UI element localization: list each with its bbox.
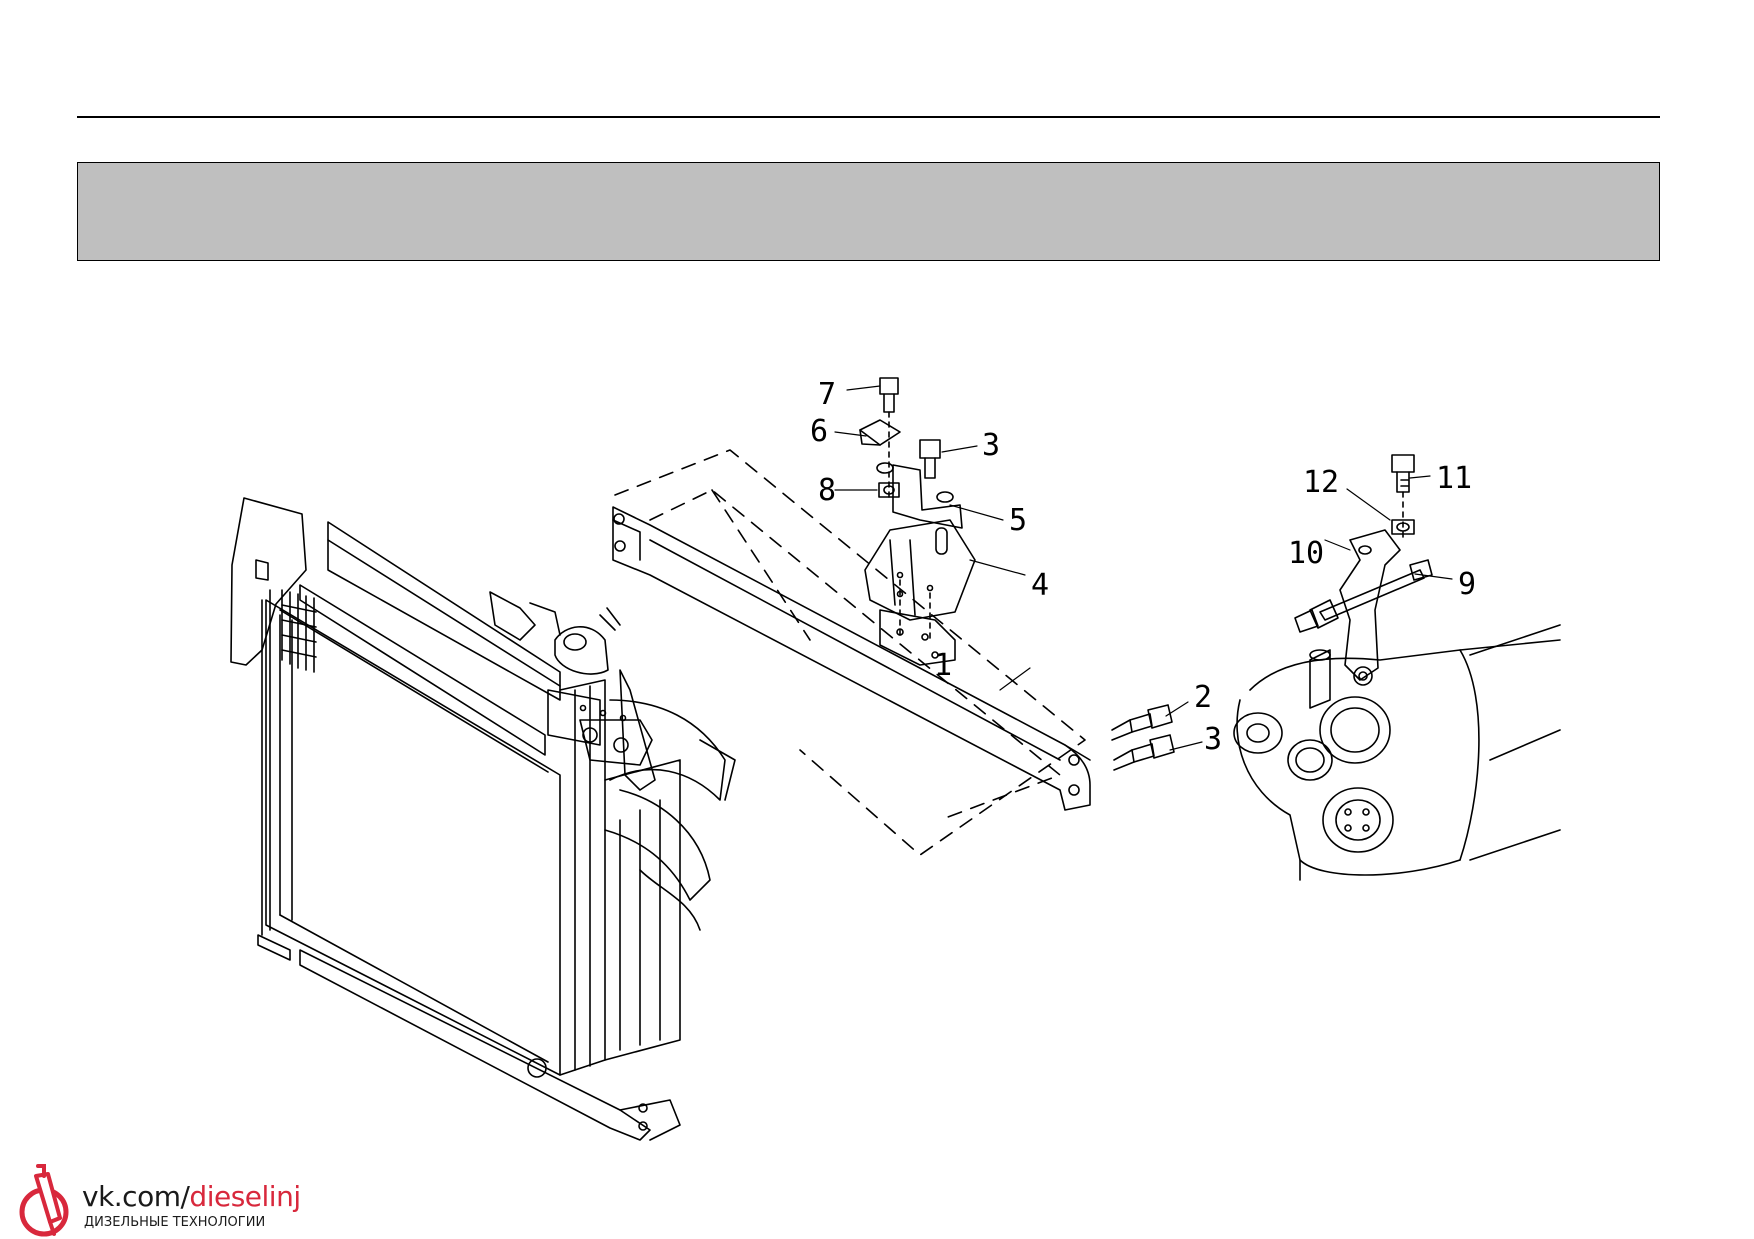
bolt-part-3-upper: [919, 439, 941, 479]
callout-11: 11: [1436, 461, 1472, 496]
rod-part-9: [1294, 559, 1433, 633]
callout-3-lower: 3: [1204, 722, 1222, 757]
callout-2: 2: [1194, 680, 1212, 715]
washer-part-12: [1391, 519, 1415, 535]
bracket-part-10: [1339, 529, 1401, 686]
callout-5: 5: [1009, 503, 1027, 538]
watermark-tagline: ДИЗЕЛЬНЫЕ ТЕХНОЛОГИИ: [84, 1215, 266, 1230]
callout-1: 1: [934, 648, 952, 683]
watermark-url[interactable]: vk.com/dieselinj: [82, 1180, 301, 1213]
watermark-url-prefix: vk.com/: [82, 1180, 190, 1213]
top-rule: [77, 116, 1660, 118]
clip-part-6: [859, 419, 901, 446]
bracket-part-4: [864, 519, 976, 641]
watermark-url-accent: dieselinj: [189, 1180, 301, 1213]
nut-part-8: [878, 482, 900, 498]
header-band: [77, 162, 1660, 261]
bolt-part-2-lower: [1111, 704, 1173, 741]
radiator-assembly: [230, 497, 736, 1141]
callout-6: 6: [810, 414, 828, 449]
callout-labels: 1 2 3 3 4 5 6 7 8 9 10 11 12: [810, 377, 1476, 757]
bolt-part-11: [1391, 454, 1415, 541]
callout-12: 12: [1303, 465, 1339, 500]
callout-3-upper: 3: [982, 428, 1000, 463]
engine-block: [1233, 624, 1561, 881]
callout-8: 8: [818, 473, 836, 508]
callout-9: 9: [1458, 567, 1476, 602]
callout-10: 10: [1288, 536, 1324, 571]
cross-member-part-1: [612, 506, 1091, 811]
dashed-envelope: [614, 449, 1086, 856]
dieselinj-logo-icon: [19, 1164, 69, 1237]
leader-lines: [834, 385, 1453, 751]
callout-4: 4: [1031, 568, 1049, 603]
bolt-part-3-lower: [1113, 734, 1175, 771]
callout-7: 7: [818, 377, 836, 412]
bracket-part-5: [876, 462, 963, 529]
